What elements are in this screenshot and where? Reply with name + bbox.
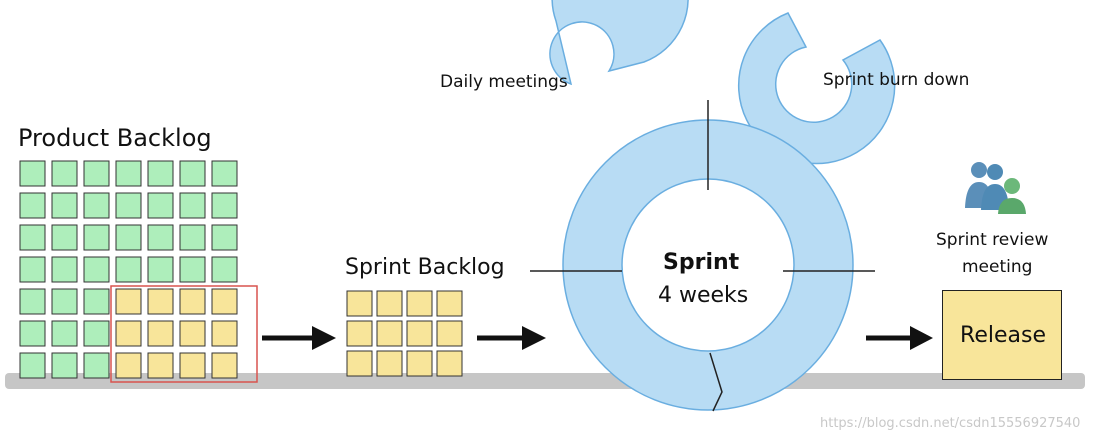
- sprint-burndown-label: Sprint burn down: [823, 70, 970, 90]
- backlog-item: [211, 160, 238, 187]
- backlog-item: [211, 352, 238, 379]
- backlog-item: [211, 224, 238, 251]
- sprint-backlog-item: [406, 320, 433, 347]
- arrow-right-icon: [477, 326, 546, 350]
- backlog-item: [19, 288, 46, 315]
- sprint-duration: 4 weeks: [658, 283, 749, 308]
- backlog-item: [51, 288, 78, 315]
- backlog-item: [19, 320, 46, 347]
- backlog-item: [179, 288, 206, 315]
- backlog-item: [19, 192, 46, 219]
- sprint-backlog-title: Sprint Backlog: [345, 255, 505, 280]
- backlog-item: [51, 320, 78, 347]
- backlog-item: [179, 224, 206, 251]
- sprint-cycle-ring: [562, 119, 854, 411]
- sprint-backlog-item: [376, 320, 403, 347]
- sprint-backlog-item: [406, 350, 433, 377]
- sprint-burndown-loop-icon: [737, 12, 896, 165]
- backlog-item: [147, 256, 174, 283]
- backlog-item: [19, 352, 46, 379]
- arrow-right-icon: [866, 326, 933, 350]
- daily-meetings-label: Daily meetings: [440, 72, 568, 92]
- backlog-item: [83, 352, 110, 379]
- backlog-item: [115, 288, 142, 315]
- backlog-item: [115, 192, 142, 219]
- backlog-item: [147, 192, 174, 219]
- sprint-name: Sprint: [663, 250, 740, 275]
- backlog-item: [115, 320, 142, 347]
- sprint-backlog-item: [346, 320, 373, 347]
- ring-tick-bottom: [709, 352, 723, 412]
- team-people-icon: [965, 162, 1026, 214]
- timeline-bar: [5, 373, 1085, 389]
- backlog-item: [115, 352, 142, 379]
- sprint-backlog-item: [346, 350, 373, 377]
- backlog-item: [51, 352, 78, 379]
- arrow-right-icon: [262, 326, 336, 350]
- backlog-item: [211, 288, 238, 315]
- backlog-item: [115, 160, 142, 187]
- backlog-item: [147, 320, 174, 347]
- backlog-item: [51, 256, 78, 283]
- backlog-item: [51, 224, 78, 251]
- sprint-backlog-item: [436, 350, 463, 377]
- backlog-item: [83, 160, 110, 187]
- backlog-item: [179, 256, 206, 283]
- daily-meetings-loop-icon: [549, 0, 689, 86]
- backlog-item: [51, 160, 78, 187]
- backlog-item: [147, 160, 174, 187]
- backlog-item: [179, 192, 206, 219]
- sprint-backlog-item: [376, 290, 403, 317]
- backlog-item: [211, 320, 238, 347]
- backlog-item: [83, 192, 110, 219]
- backlog-item: [51, 192, 78, 219]
- backlog-item: [115, 224, 142, 251]
- product-backlog-grid: [19, 160, 238, 379]
- backlog-item: [83, 256, 110, 283]
- sprint-backlog-item: [346, 290, 373, 317]
- backlog-item: [115, 256, 142, 283]
- backlog-item: [83, 224, 110, 251]
- sprint-backlog-grid: [346, 290, 463, 377]
- sprint-review-label-line2: meeting: [962, 257, 1033, 277]
- sprint-backlog-item: [436, 320, 463, 347]
- backlog-item: [83, 320, 110, 347]
- backlog-item: [19, 224, 46, 251]
- sprint-review-label-line1: Sprint review: [936, 230, 1049, 250]
- watermark: https://blog.csdn.net/csdn15556927540: [820, 416, 1081, 431]
- product-backlog-title: Product Backlog: [18, 124, 212, 152]
- backlog-item: [19, 256, 46, 283]
- backlog-item: [211, 256, 238, 283]
- release-box: Release: [942, 290, 1062, 380]
- backlog-item: [19, 160, 46, 187]
- backlog-item: [179, 352, 206, 379]
- sprint-backlog-item: [436, 290, 463, 317]
- sprint-backlog-item: [406, 290, 433, 317]
- backlog-item: [147, 224, 174, 251]
- backlog-item: [179, 160, 206, 187]
- selected-items-outline: [110, 285, 258, 383]
- sprint-backlog-item: [376, 350, 403, 377]
- backlog-item: [147, 352, 174, 379]
- release-label: Release: [960, 323, 1046, 348]
- backlog-item: [211, 192, 238, 219]
- backlog-item: [83, 288, 110, 315]
- backlog-item: [179, 320, 206, 347]
- backlog-item: [147, 288, 174, 315]
